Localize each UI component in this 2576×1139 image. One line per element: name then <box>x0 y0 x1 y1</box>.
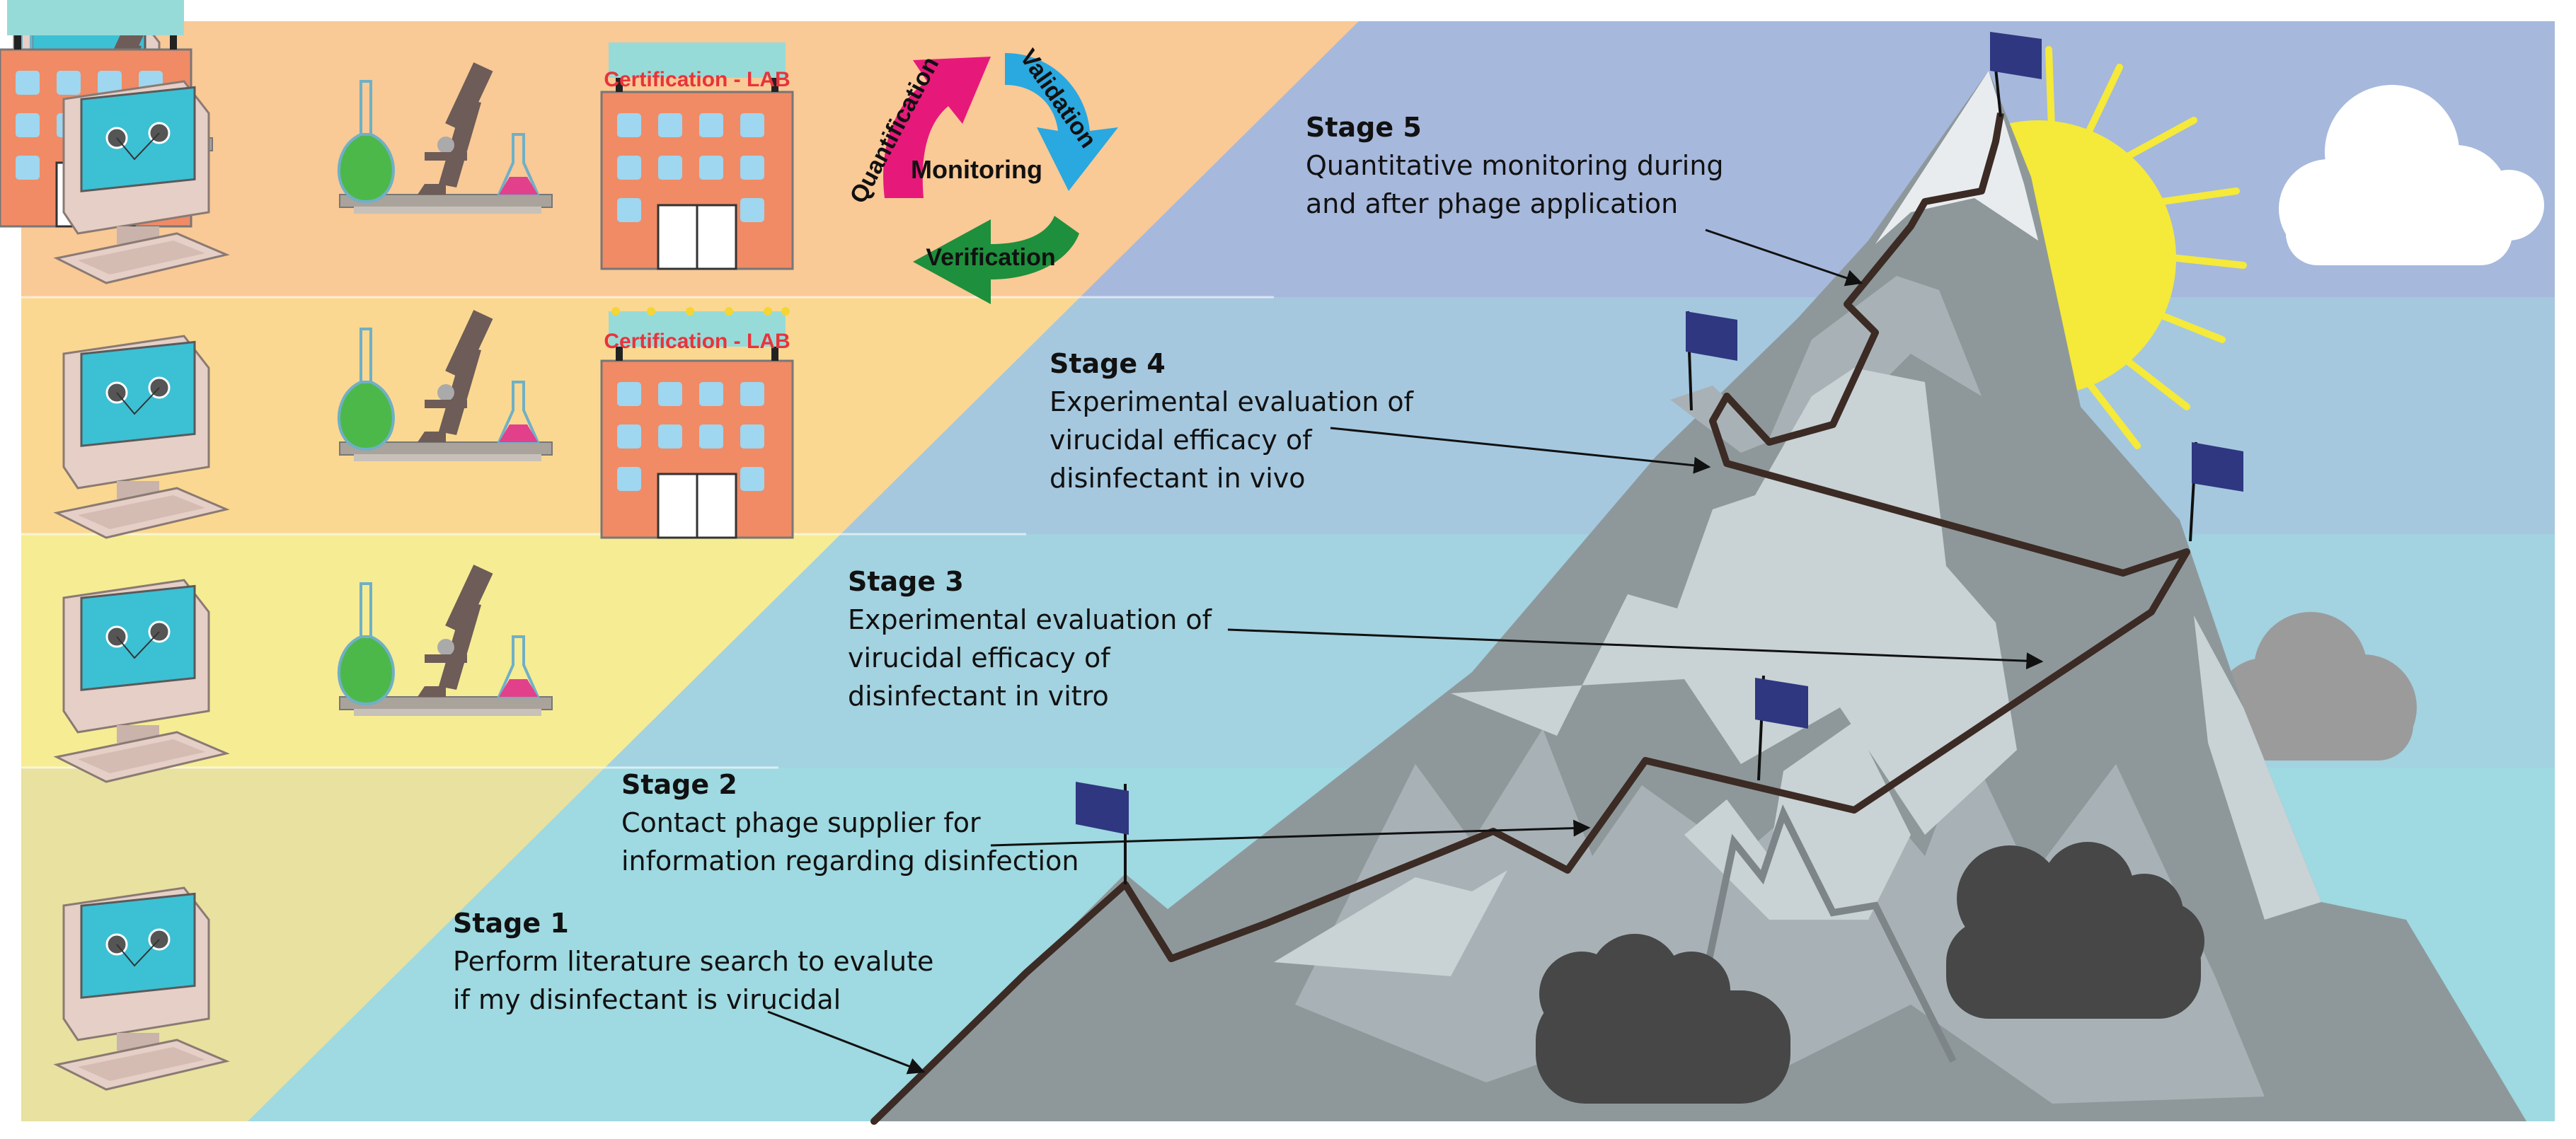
stage-5-title: Stage 5 <box>1306 112 1422 143</box>
stage-5-line-1: Quantitative monitoring during <box>1306 150 1724 181</box>
cloud-icon <box>2279 85 2544 265</box>
stage1-pointer <box>767 1010 926 1075</box>
lab-sign-1: Certification - LAB <box>604 68 790 91</box>
cycle-center-label: Monitoring <box>911 155 1042 184</box>
stage-5-line-2: and after phage application <box>1306 188 1679 219</box>
stage3-pointer <box>1227 628 2044 670</box>
flag-icon-stage2 <box>1755 675 1808 781</box>
stage-2-line-1: Contact phage supplier for <box>621 807 981 838</box>
stage-3-line-3: disinfectant in vitro <box>848 681 1109 712</box>
stage-4-title: Stage 4 <box>1050 348 1166 379</box>
stage-2-title: Stage 2 <box>621 769 737 800</box>
stage4-pointer <box>1330 427 1711 474</box>
stage-4-line-1: Experimental evaluation of <box>1050 386 1414 417</box>
stage-4-line-3: disinfectant in vivo <box>1050 463 1306 494</box>
climbing-path <box>870 138 2190 1125</box>
flag-icon-stage5 <box>1990 32 2042 117</box>
flag-icon-stage1 <box>1076 782 1129 884</box>
cycle-label-verification: Verification <box>926 244 1055 271</box>
stage-3-line-2: virucidal efficacy of <box>848 642 1110 673</box>
stage-2-label: Stage 2 Contact phage supplier for infor… <box>621 765 1079 880</box>
stage-3-title: Stage 3 <box>848 566 964 597</box>
stage-4-line-2: virucidal efficacy of <box>1050 424 1312 456</box>
lab-sign-2: Certification - LAB <box>604 330 790 353</box>
stage-2-line-2: information regarding disinfection <box>621 845 1079 877</box>
stage-1-line-1: Perform literature search to evalute <box>453 946 934 977</box>
stage-1-title: Stage 1 <box>453 908 569 939</box>
stage-4-label: Stage 4 Experimental evaluation of viruc… <box>1050 345 1413 497</box>
stage-1-label: Stage 1 Perform literature search to eva… <box>453 904 933 1019</box>
stage-3-label: Stage 3 Experimental evaluation of viruc… <box>848 562 1212 715</box>
stage-3-line-1: Experimental evaluation of <box>848 604 1212 635</box>
flag-icon-stage4 <box>1686 311 1737 411</box>
lights-row <box>611 307 790 316</box>
stage-1-line-2: if my disinfectant is virucidal <box>453 984 841 1015</box>
stage5-pointer <box>1705 229 1863 287</box>
stage-5-label: Stage 5 Quantitative monitoring during a… <box>1306 108 1724 223</box>
stage-pointers <box>767 229 2044 1075</box>
flag-icon-stage3 <box>2189 441 2243 542</box>
storm-cloud-icon <box>1536 934 1790 1104</box>
storm-cloud-icon-right <box>1946 842 2204 1019</box>
stage2-pointer <box>990 819 1591 847</box>
